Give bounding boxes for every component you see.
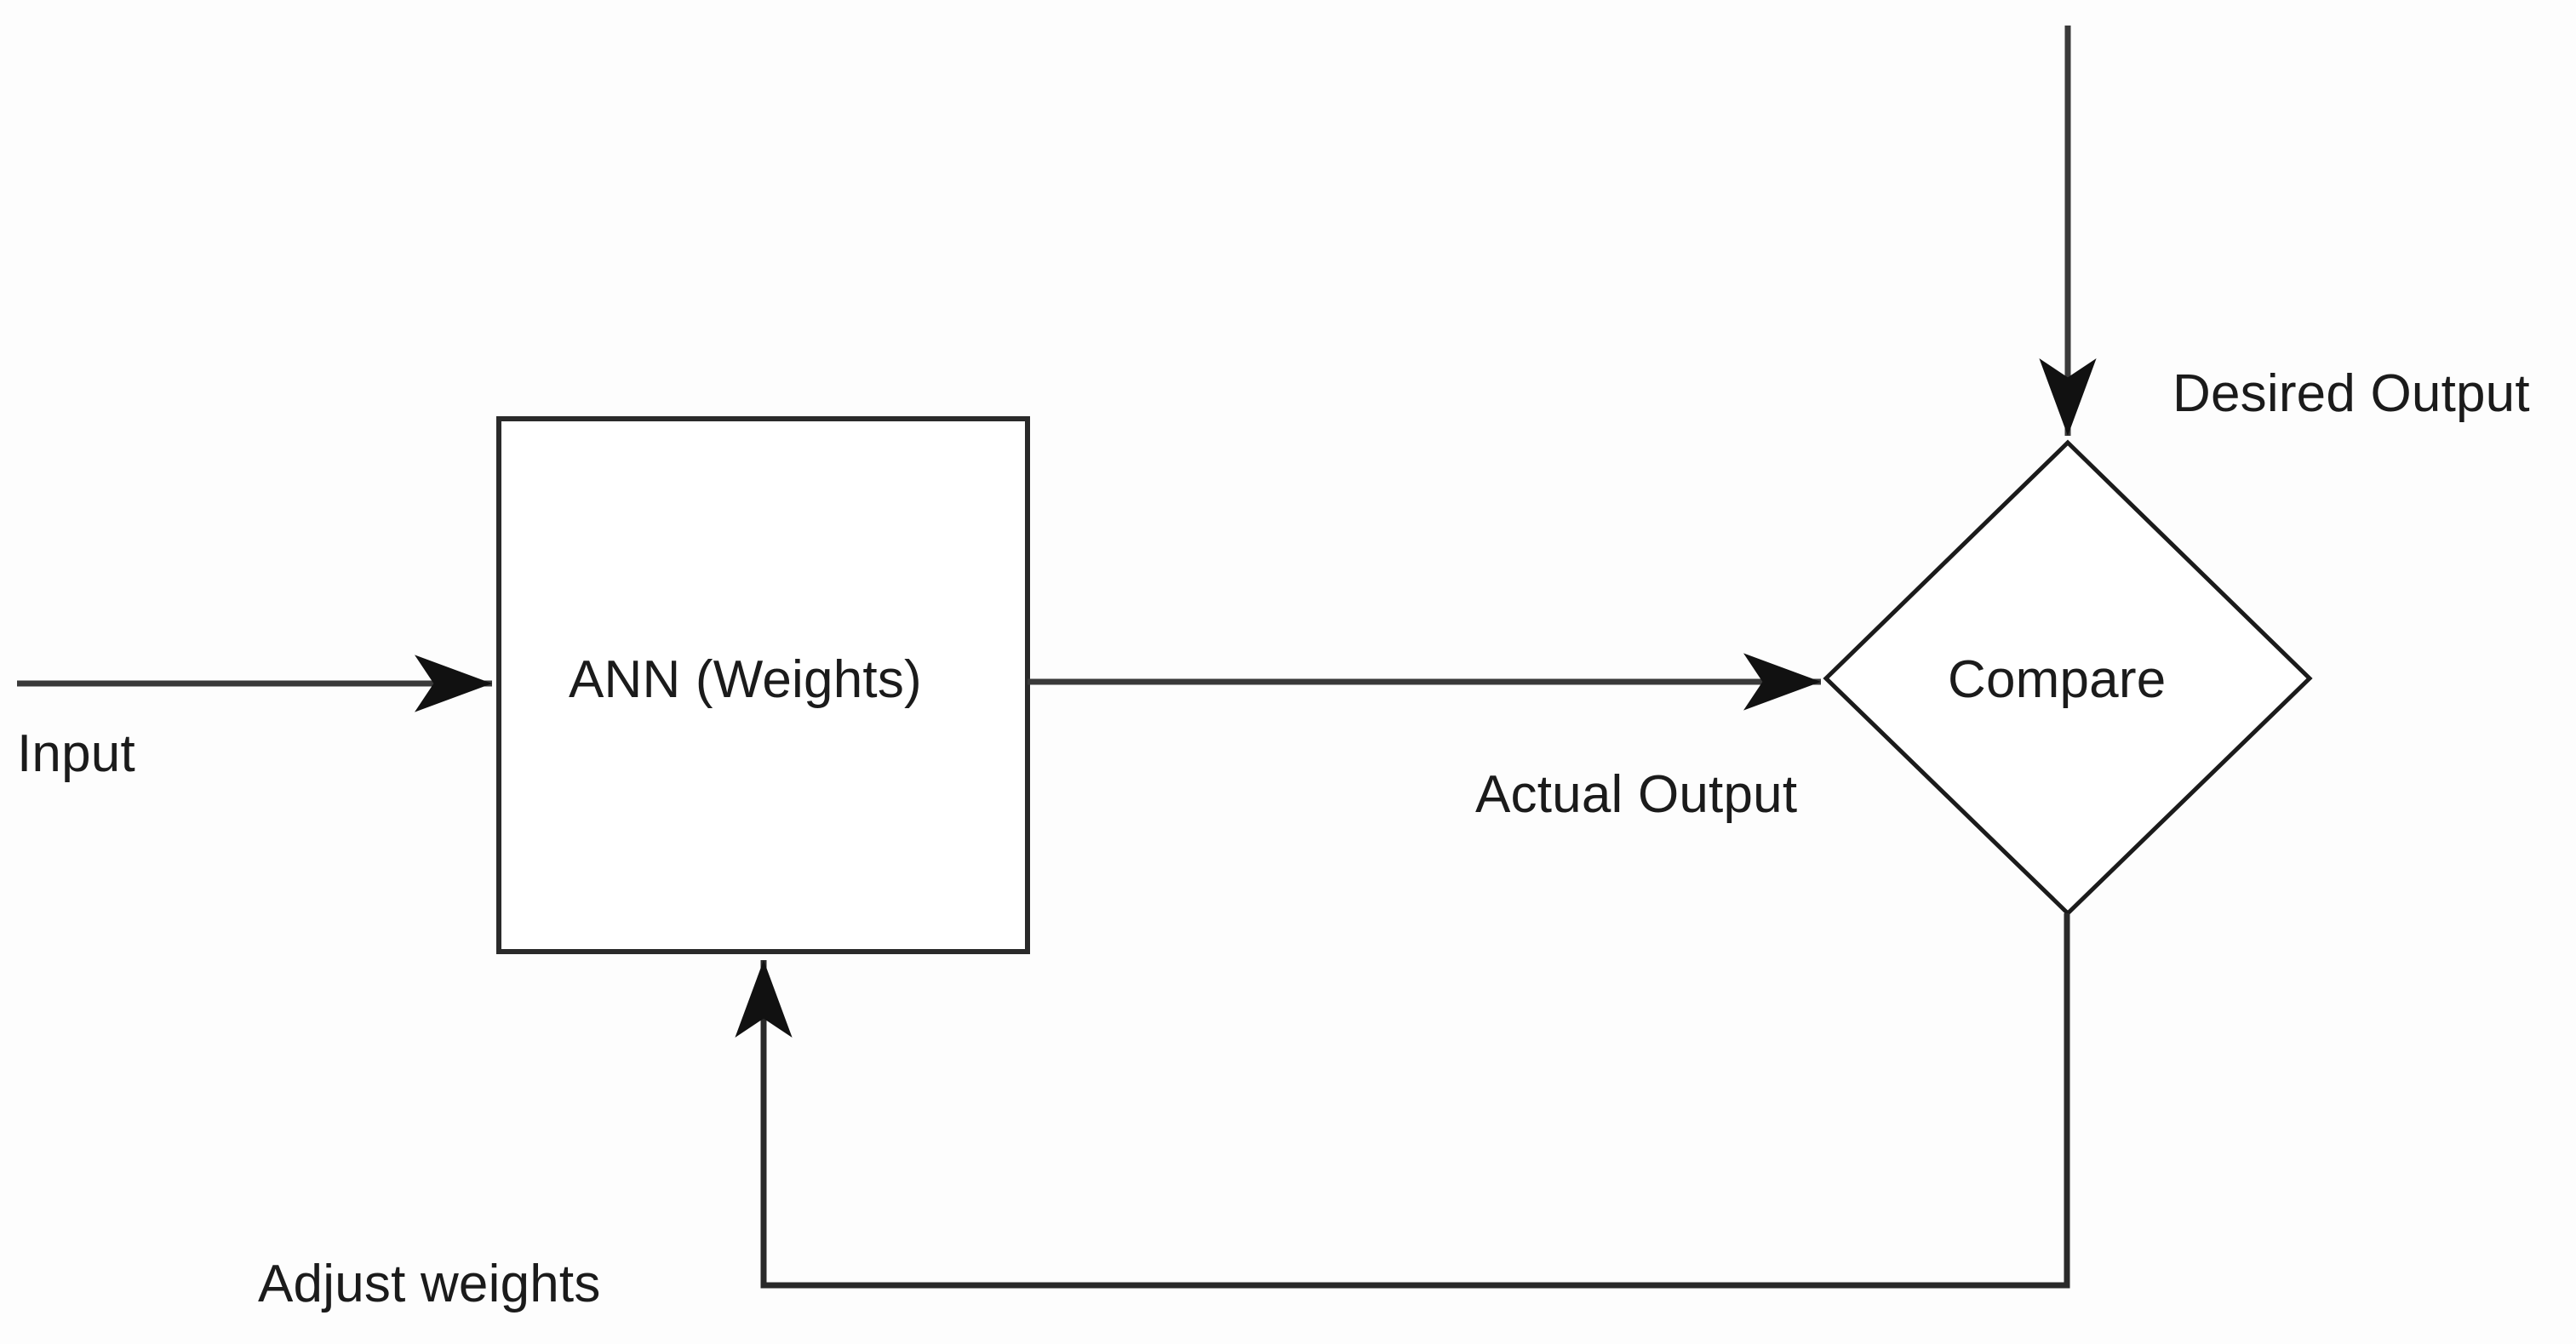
- ann-node-label: ANN (Weights): [569, 650, 922, 709]
- compare-node-label: Compare: [1948, 650, 2167, 709]
- desired-output-label: Desired Output: [2172, 364, 2530, 423]
- input-label: Input: [17, 724, 135, 783]
- adjust-weights-path: [735, 913, 2070, 1289]
- ann-node-shape[interactable]: [496, 416, 1030, 954]
- actual-output-label: Actual Output: [1475, 765, 1798, 824]
- adjust-weights-label: Adjust weights: [258, 1255, 601, 1313]
